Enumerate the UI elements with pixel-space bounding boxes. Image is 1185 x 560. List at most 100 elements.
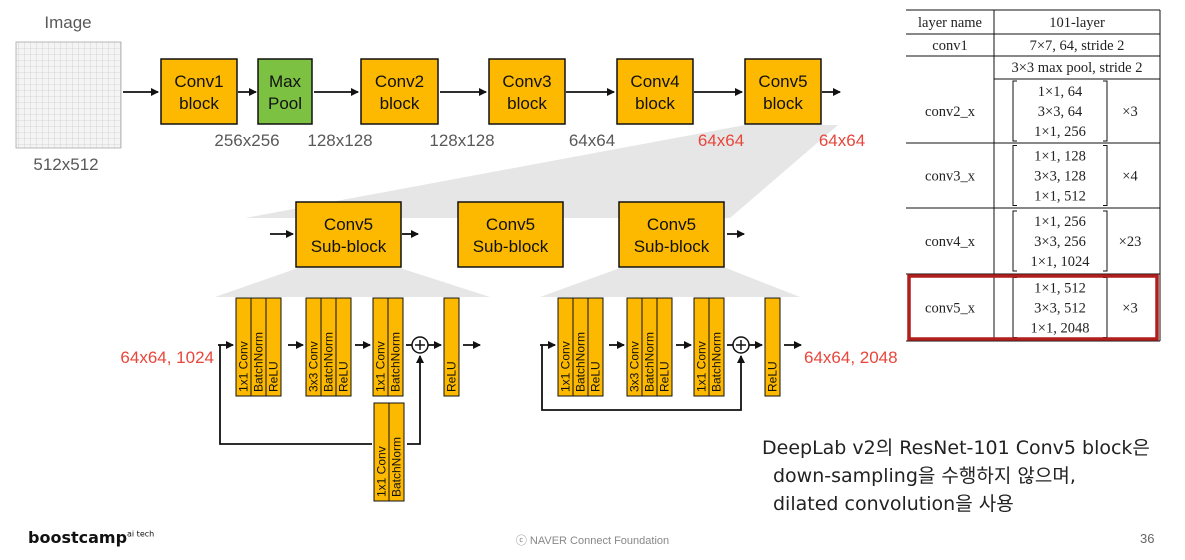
maxpool-block: Max Pool xyxy=(257,58,313,125)
table-row-3-name: conv5_x xyxy=(925,301,976,317)
note-text: DeepLab v2의 ResNet-101 Conv5 block은 down… xyxy=(762,434,1150,518)
table-row-1-left-bracket xyxy=(1012,145,1017,206)
shortcut-bar-0-label: 1x1 Conv xyxy=(375,446,389,497)
table-row-1-line-2: 1×1, 512 xyxy=(1034,189,1086,205)
table-row-0-line-1: 3×3, 64 xyxy=(1038,104,1083,120)
table-row-0-line-2: 1×1, 256 xyxy=(1034,124,1086,140)
table-row-3-line-1: 3×3, 512 xyxy=(1034,301,1086,317)
note-line-3: dilated convolution을 사용 xyxy=(773,493,1014,515)
size-after-maxpool: 128x128 xyxy=(307,131,372,150)
left-bar-0-2 xyxy=(265,297,282,397)
shortcut-bar-1-label: BatchNorm xyxy=(390,437,404,497)
shortcut-bar-1 xyxy=(388,402,405,502)
table-header-name: layer name xyxy=(918,15,982,31)
table-conv1-name: conv1 xyxy=(932,38,967,54)
conv5-line1: Conv5 xyxy=(758,72,807,91)
table-row-1-line-0: 1×1, 128 xyxy=(1034,149,1086,165)
zoom-funnel-right xyxy=(540,268,800,297)
conv5-block: Conv5 block xyxy=(744,58,822,125)
size-after-conv5: 64x64 xyxy=(819,131,865,150)
conv5-line2: block xyxy=(763,94,803,113)
image-size-label: 512x512 xyxy=(33,155,98,174)
conv3-line2: block xyxy=(507,94,547,113)
left-bar-3-0 xyxy=(443,297,460,397)
left-detail-wires xyxy=(218,341,481,445)
left-bar-2-1-label: BatchNorm xyxy=(389,332,403,392)
size-after-conv2: 128x128 xyxy=(429,131,494,150)
conv1-line1: Conv1 xyxy=(174,72,223,91)
conv4-block: Conv4 block xyxy=(616,58,694,125)
left-bar-2-0-label: 1x1 Conv xyxy=(374,341,388,392)
size-after-conv1: 256x256 xyxy=(214,131,279,150)
table-row-1-right-bracket xyxy=(1103,145,1108,206)
table-row-3-line-0: 1×1, 512 xyxy=(1034,281,1086,297)
subblock-2: Conv5 Sub-block xyxy=(457,201,564,268)
table-pool-spec: 3×3 max pool, stride 2 xyxy=(1011,60,1142,76)
zoom-funnel-top xyxy=(245,125,838,218)
table-row-0-name: conv2_x xyxy=(925,104,976,120)
note-line-2: down-sampling을 수행하지 않으며, xyxy=(773,465,1076,487)
subblock-1-line1: Conv5 xyxy=(324,215,373,234)
left-bar-0-0-label: 1x1 Conv xyxy=(237,341,251,392)
right-bar-2-1 xyxy=(708,297,725,397)
left-bar-0-1-label: BatchNorm xyxy=(252,332,266,392)
table-row-0-right-bracket xyxy=(1103,80,1108,142)
conv2-line1: Conv2 xyxy=(375,72,424,91)
subblock-1: Conv5 Sub-block xyxy=(295,201,402,268)
left-bar-1-2 xyxy=(335,297,352,397)
table-row-3-left-bracket xyxy=(1012,277,1017,338)
subblock-1-line2: Sub-block xyxy=(311,237,387,256)
right-bar-1-2 xyxy=(656,297,673,397)
conv1-block: Conv1 block xyxy=(160,58,238,125)
table-row-2-line-1: 3×3, 256 xyxy=(1034,234,1086,250)
left-bar-1-1-label: BatchNorm xyxy=(322,332,336,392)
right-bar-1-1-label: BatchNorm xyxy=(643,332,657,392)
copyright-text: ⓒ NAVER Connect Foundation xyxy=(515,535,670,547)
conv4-line1: Conv4 xyxy=(630,72,679,91)
right-bar-0-0-label: 1x1 Conv xyxy=(559,341,573,392)
conv1-line2: block xyxy=(179,94,219,113)
right-bar-2-0-label: 1x1 Conv xyxy=(695,341,709,392)
zoom-funnel-left xyxy=(215,268,490,297)
size-after-conv3: 64x64 xyxy=(569,131,615,150)
table-row-1-line-1: 3×3, 128 xyxy=(1034,169,1086,185)
conv3-block: Conv3 block xyxy=(488,58,566,125)
right-detail-wires xyxy=(540,341,802,411)
boostcamp-logo: boostcampai tech xyxy=(28,528,155,547)
table-row-0-line-0: 1×1, 64 xyxy=(1038,84,1083,100)
table-row-3-right-bracket xyxy=(1103,277,1108,338)
table-rows: conv2_x 1×1, 64 3×3, 64 1×1, 256 ×3 conv3_x 1×… xyxy=(925,80,1142,338)
right-bar-3-0-label: ReLU xyxy=(766,361,780,392)
conv4-line2: block xyxy=(635,94,675,113)
right-bar-0-2 xyxy=(587,297,604,397)
right-bar-1-2-label: ReLU xyxy=(658,361,672,392)
table-conv1-spec: 7×7, 64, stride 2 xyxy=(1030,38,1125,54)
table-row-3-mult: ×3 xyxy=(1122,301,1137,317)
page-number: 36 xyxy=(1140,531,1155,546)
subblock-3: Conv5 Sub-block xyxy=(618,201,725,268)
right-bar-0-2-label: ReLU xyxy=(589,361,603,392)
size-after-conv4: 64x64 xyxy=(698,131,744,150)
subblock-3-line2: Sub-block xyxy=(634,237,710,256)
table-row-2-right-bracket xyxy=(1103,210,1108,272)
conv5-highlight-box xyxy=(907,274,1159,341)
table-row-2-line-2: 1×1, 1024 xyxy=(1031,254,1091,270)
subblock-2-line2: Sub-block xyxy=(473,237,549,256)
table-row-1-name: conv3_x xyxy=(925,169,976,185)
subblock-2-line1: Conv5 xyxy=(486,215,535,234)
right-bar-3-0 xyxy=(764,297,781,397)
maxpool-line2: Pool xyxy=(268,94,302,113)
detail-output-size: 64x64, 2048 xyxy=(804,348,898,367)
table-row-2-mult: ×23 xyxy=(1119,234,1142,250)
table-row-0-left-bracket xyxy=(1012,80,1017,142)
input-image-grid xyxy=(15,41,122,149)
left-add-plus-icon xyxy=(415,340,425,350)
table-row-2-line-0: 1×1, 256 xyxy=(1034,214,1086,230)
left-bar-1-2-label: ReLU xyxy=(337,361,351,392)
table-row-2-left-bracket xyxy=(1012,210,1017,272)
left-bar-3-0-label: ReLU xyxy=(445,361,459,392)
note-line-1: DeepLab v2의 ResNet-101 Conv5 block은 xyxy=(762,437,1150,459)
